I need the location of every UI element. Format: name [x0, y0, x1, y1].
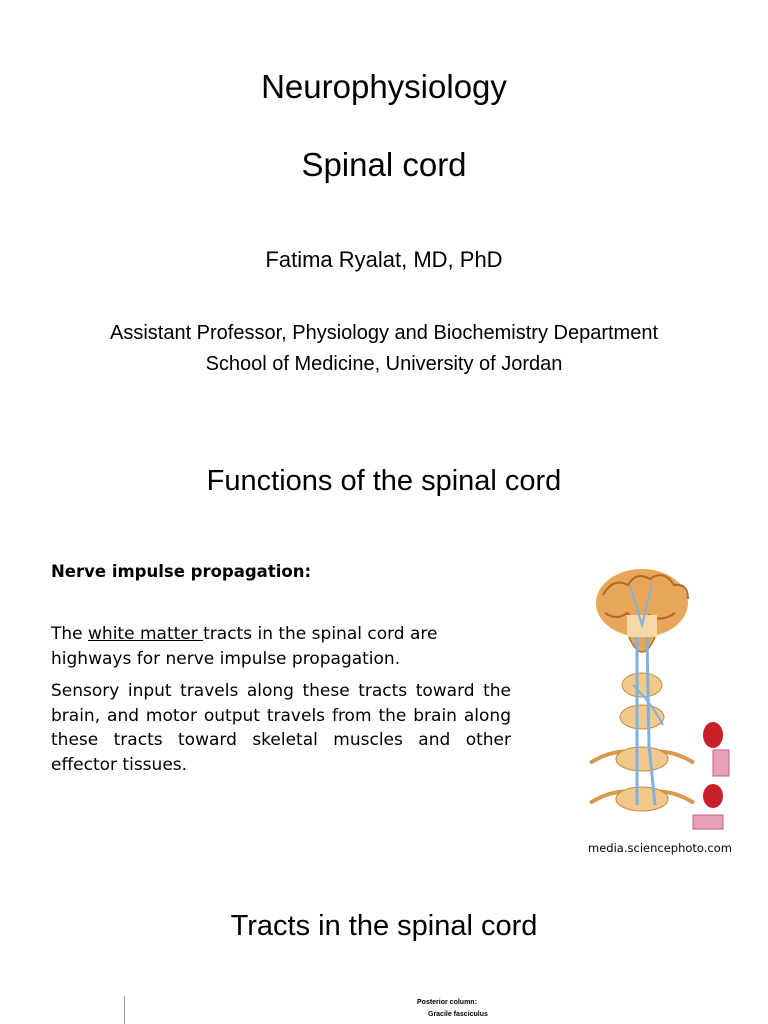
affiliation: Assistant Professor, Physiology and Bioc… — [0, 318, 768, 380]
muscle-icon-lower — [692, 784, 724, 830]
p1-text-pre: The — [51, 624, 89, 644]
muscle-icon-upper — [703, 722, 730, 777]
image-credit: media.sciencephoto.com — [588, 841, 732, 855]
spinal-segment-upper — [588, 746, 696, 772]
figure-label-posterior-column: Posterior column: — [417, 999, 477, 1006]
slide-title: Neurophysiology — [261, 68, 507, 105]
affiliation-line-2: School of Medicine, University of Jordan — [205, 353, 563, 375]
p1-text-post: tracts in the spinal cord are highways f… — [51, 624, 438, 669]
figure-label-gracile: Gracile fasciculus — [428, 1011, 488, 1018]
subheading-nerve-impulse: Nerve impulse propagation: — [51, 562, 312, 581]
affiliation-line-1: Assistant Professor, Physiology and Bioc… — [109, 322, 659, 344]
author-name: Fatima Ryalat, MD, PhD — [265, 247, 503, 272]
tracts-figure-partial: Posterior column: Gracile fasciculus — [110, 990, 670, 1024]
section-heading-tracts: Tracts in the spinal cord — [230, 910, 538, 942]
white-matter-underlined: white matter — [88, 624, 204, 644]
brain-icon — [596, 569, 689, 653]
paragraph-white-matter: The white matter tracts in the spinal co… — [51, 622, 511, 671]
section-heading-functions: Functions of the spinal cord — [206, 465, 562, 497]
slide-subtitle: Spinal cord — [301, 146, 467, 183]
paragraph-sensory-motor: Sensory input travels along these tracts… — [51, 681, 511, 775]
figure-line — [124, 996, 125, 1024]
spinal-segment-lower — [588, 786, 696, 812]
spinal-cord-illustration — [588, 569, 730, 830]
